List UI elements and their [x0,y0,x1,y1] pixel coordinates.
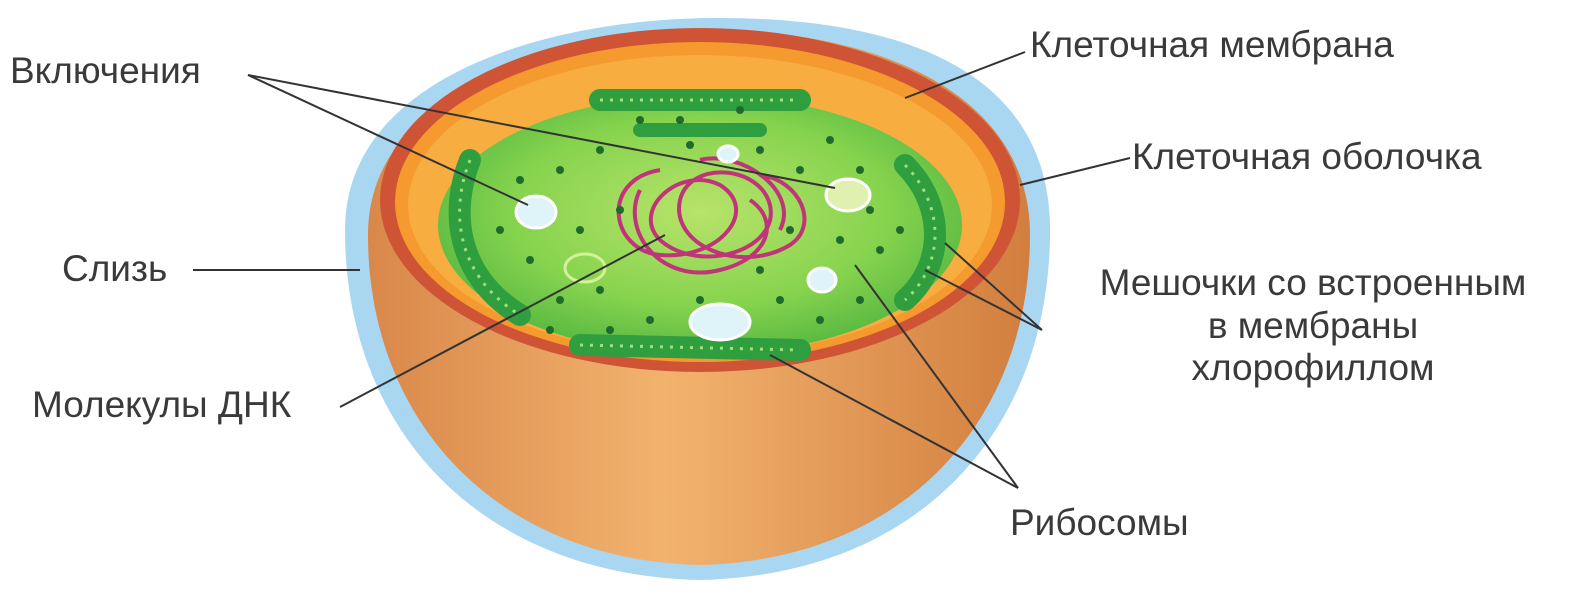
ribosome-dot [756,266,764,274]
label-ribosomes: Рибосомы [1010,502,1189,545]
ribosome-dot [636,116,644,124]
ribosome-dot [896,226,904,234]
ribosome-dot [516,176,524,184]
label-thylakoids-line3: хлорофиллом [1058,347,1568,390]
label-thylakoids-line2: в мембраны [1058,305,1568,348]
ribosome-dot [776,296,784,304]
ribosome-dot [826,136,834,144]
ribosome-dot [686,141,694,149]
ribosome-dot [696,296,704,304]
ribosome-dot [596,286,604,294]
ribosome-dot [856,296,864,304]
ribosome-dot [866,206,874,214]
label-dna: Молекулы ДНК [32,384,291,427]
label-cell-membrane: Клеточная мембрана [1030,24,1394,67]
label-thylakoids-line1: Мешочки со встроенным [1058,262,1568,305]
ribosome-dot [796,166,804,174]
ribosome-dot [836,236,844,244]
ribosome-dot [876,246,884,254]
ribosome-dot [646,316,654,324]
ribosome-dot [756,146,764,154]
ribosome-dot [576,226,584,234]
ribosome-dot [596,146,604,154]
ribosome-dot [526,256,534,264]
ribosome-dot [546,326,554,334]
label-inclusions: Включения [10,50,201,93]
label-cell-wall: Клеточная оболочка [1132,136,1482,179]
ribosome-dot [496,226,504,234]
ribosome-dot [816,316,824,324]
ribosome-dot [606,326,614,334]
ribosome-dot [736,106,744,114]
label-mucus: Слизь [62,248,167,291]
ribosome-dot [676,116,684,124]
ribosome-dot [556,166,564,174]
ribosome-dot [856,166,864,174]
ribosome-dot [786,226,794,234]
ribosome-dot [616,206,624,214]
label-thylakoids: Мешочки со встроенным в мембраны хлорофи… [1058,262,1568,390]
ribosome-dot [556,296,564,304]
